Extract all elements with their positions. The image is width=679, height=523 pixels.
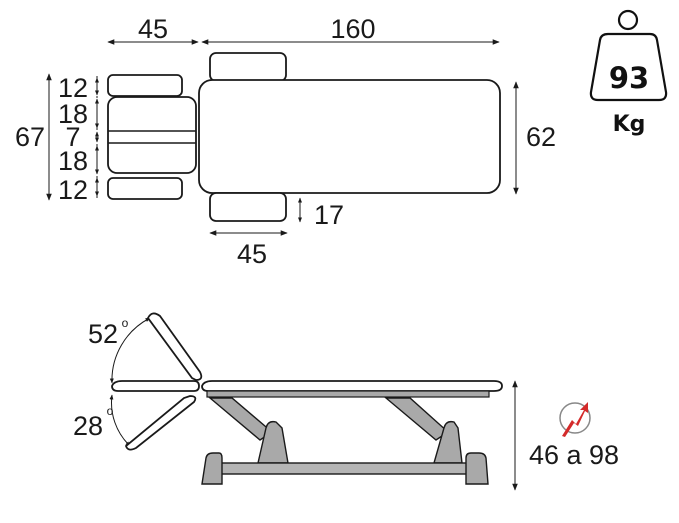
right-foot <box>465 452 489 485</box>
angle-down-degree: o <box>107 404 114 418</box>
body-width-label: 62 <box>526 122 556 152</box>
weight-ring <box>617 9 639 31</box>
top-frame <box>206 390 490 398</box>
angle-up-label: 52 <box>88 319 118 349</box>
head-section-top <box>107 74 183 97</box>
left-lift-arm <box>208 397 274 441</box>
base-bar <box>217 462 469 475</box>
angle-up-arc <box>109 317 151 384</box>
weight-icon: 93 Kg <box>589 9 668 137</box>
head-section-5-label: 12 <box>58 175 88 205</box>
head-section-lowered <box>124 395 197 451</box>
electric-lift-icon <box>559 402 591 437</box>
weight-unit: Kg <box>613 112 646 137</box>
angle-down-arc <box>109 394 131 447</box>
armrest-offset-label: 17 <box>314 200 344 230</box>
left-foot <box>201 452 223 485</box>
body-length-label: 160 <box>330 14 375 44</box>
head-section-1-label: 12 <box>58 73 88 103</box>
head-width-label: 45 <box>138 14 168 44</box>
head-section-2-label: 18 <box>58 99 88 129</box>
left-column <box>257 420 289 464</box>
main-body-section <box>198 79 501 194</box>
head-section-3-label: 7 <box>65 122 80 152</box>
head-section-4-label: 18 <box>58 146 88 176</box>
head-section-flat <box>111 380 200 392</box>
top-armrest <box>209 52 287 82</box>
armrest-width-label: 45 <box>237 239 267 269</box>
height-range-label: 46 a 98 <box>529 440 619 470</box>
angle-down-label: 28 <box>73 411 103 441</box>
weight-value: 93 <box>609 61 649 95</box>
head-section-bottom <box>107 177 183 200</box>
total-width-label: 67 <box>15 122 45 152</box>
side-view: 52 o 28 o 46 a 98 <box>73 312 619 491</box>
main-top-side <box>201 380 503 392</box>
top-view: 45 160 67 12 18 7 18 12 62 <box>15 14 556 269</box>
right-lift-arm <box>384 397 450 441</box>
head-section-raised <box>146 312 203 381</box>
right-column <box>433 420 463 464</box>
weight-body <box>589 32 668 102</box>
head-section-upper <box>107 96 197 174</box>
bottom-armrest <box>209 192 287 222</box>
angle-up-degree: o <box>122 316 129 330</box>
